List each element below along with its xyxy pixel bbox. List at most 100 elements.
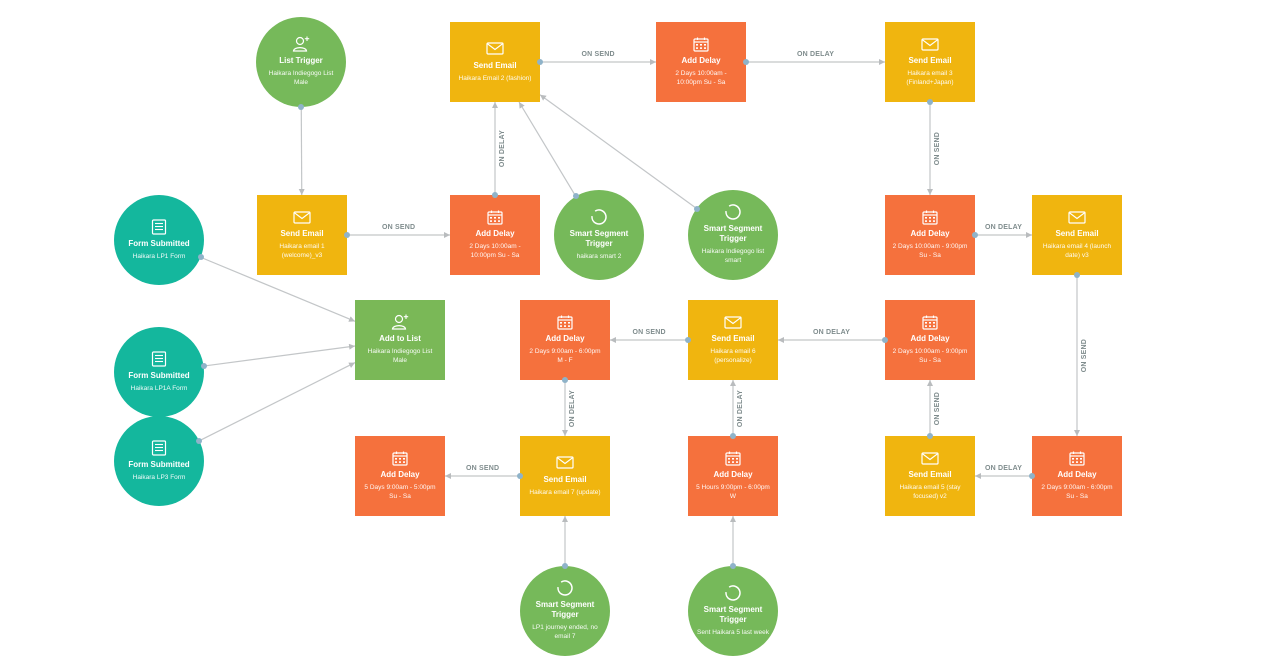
connector-port[interactable] <box>537 59 543 65</box>
calendar-icon <box>724 451 742 466</box>
refresh-icon <box>724 584 742 601</box>
node-subtitle: haikara smart 2 <box>576 252 622 260</box>
edge-label: ON SEND <box>579 51 617 58</box>
connector-port[interactable] <box>743 59 749 65</box>
node-title: Smart Segment Trigger <box>569 228 629 248</box>
node-subtitle: Haikara email 3 (Finland+Japan) <box>906 70 954 86</box>
connector-port[interactable] <box>562 563 568 569</box>
edge-form1a-to-add-to-list[interactable] <box>203 343 356 367</box>
node-sst-smart2[interactable]: Smart Segment Trigger haikara smart 2 <box>554 190 644 280</box>
node-subtitle: Haikara LP1 Form <box>132 252 186 260</box>
edge-sst-smart2-to-send2[interactable] <box>518 101 577 197</box>
node-title: Smart Segment Trigger <box>703 604 763 624</box>
node-subtitle: Haikara email 1 (welcome)_v3 <box>279 243 325 259</box>
connector-port[interactable] <box>927 433 933 439</box>
node-title: Add to List <box>379 334 421 343</box>
connector-port[interactable] <box>298 103 305 110</box>
envelope-icon <box>921 37 939 51</box>
edge-label: ON DELAY <box>737 387 744 429</box>
edge-label: ON DELAY <box>795 51 837 58</box>
node-subtitle: 2 Days 10:00am - 10:00pm Su - Sa <box>469 243 521 259</box>
calendar-icon <box>391 451 409 466</box>
calendar-icon <box>1068 451 1086 466</box>
node-subtitle: 2 Days 9:00am - 6:00pm M - F <box>529 348 601 364</box>
node-title: Add Delay <box>910 334 950 343</box>
envelope-icon <box>724 315 742 329</box>
node-subtitle: Haikara LP1A Form <box>130 384 188 392</box>
node-subtitle: LP1 journey ended, no email 7 <box>532 624 598 640</box>
edge-label: ON SEND <box>464 465 502 472</box>
connector-port[interactable] <box>730 563 736 569</box>
node-subtitle: Haikara Email 2 (fashion) <box>458 74 532 82</box>
connector-port[interactable] <box>972 232 978 238</box>
connector-port[interactable] <box>693 205 700 212</box>
connector-port[interactable] <box>492 192 498 198</box>
form-icon <box>150 350 168 367</box>
edge-label: ON SEND <box>934 389 941 427</box>
node-title: Add Delay <box>681 56 721 65</box>
user-add-icon <box>292 36 310 52</box>
connector-port[interactable] <box>685 337 691 343</box>
node-title: Send Email <box>1055 229 1099 238</box>
connector-port[interactable] <box>562 377 568 383</box>
refresh-icon <box>556 580 574 596</box>
connector-port[interactable] <box>344 232 350 238</box>
node-subtitle: Haikara Indiegogo list smart <box>701 248 765 264</box>
connector-port[interactable] <box>1074 272 1080 278</box>
edge-list-trigger-to-send1[interactable] <box>298 106 305 196</box>
edge-label: ON DELAY <box>569 387 576 429</box>
form-icon <box>150 218 168 235</box>
connector-port[interactable] <box>196 437 203 444</box>
connector-port[interactable] <box>200 363 207 370</box>
calendar-icon <box>692 37 710 52</box>
connector-port[interactable] <box>197 254 204 261</box>
node-title: Add Delay <box>910 229 950 238</box>
node-subtitle: Haikara LP3 Form <box>132 473 186 481</box>
node-title: Form Submitted <box>128 370 190 380</box>
connector-port[interactable] <box>572 193 579 200</box>
edge-label: ON SEND <box>380 224 418 231</box>
edge-sst-smart-to-send2[interactable] <box>539 94 697 210</box>
edge-label: ON DELAY <box>499 128 506 170</box>
node-subtitle: 5 Days 9:00am - 5:00pm Su - Sa <box>364 484 436 500</box>
node-title: Form Submitted <box>128 238 190 248</box>
connector-port[interactable] <box>517 473 523 479</box>
edge-label: ON DELAY <box>811 329 853 336</box>
node-title: Send Email <box>473 60 517 70</box>
connector-port[interactable] <box>730 433 736 439</box>
connector-port[interactable] <box>1029 473 1035 479</box>
node-title: Form Submitted <box>128 459 190 469</box>
node-title: Add Delay <box>713 470 753 479</box>
user-add-icon <box>391 314 409 330</box>
edge-form3-to-add-to-list[interactable] <box>198 362 356 442</box>
edge-form1-to-add-to-list[interactable] <box>200 256 356 322</box>
envelope-icon <box>556 456 574 470</box>
connector-port[interactable] <box>927 99 933 105</box>
connector-port[interactable] <box>882 337 888 343</box>
envelope-icon <box>921 451 939 465</box>
